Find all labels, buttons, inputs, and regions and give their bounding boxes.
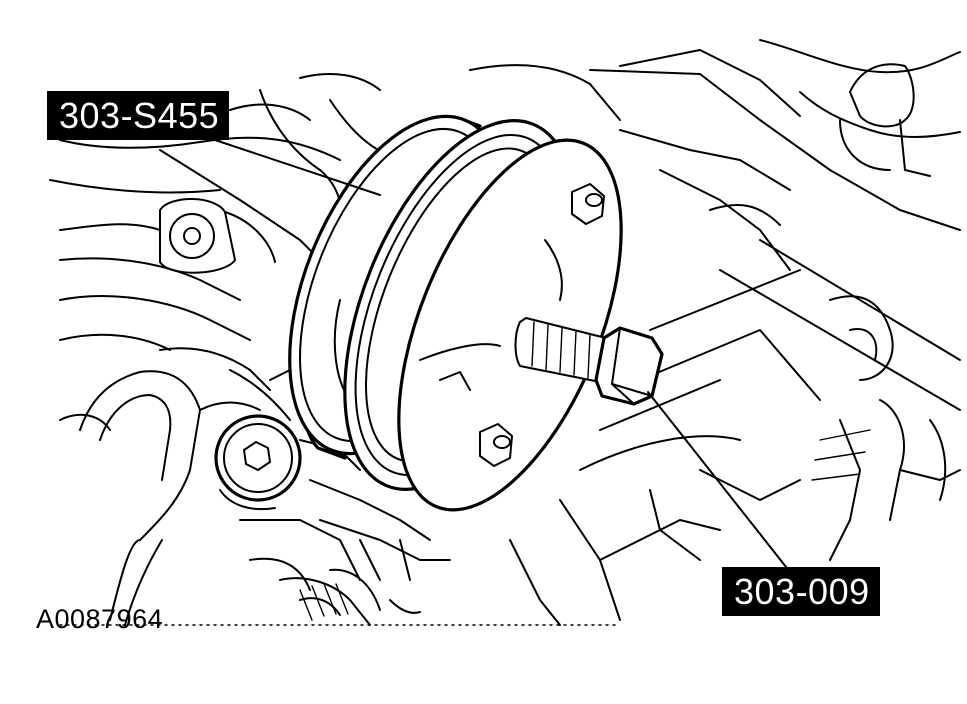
callout-label-303-009: 303-009: [722, 567, 880, 616]
leader-line-303-009: [647, 391, 791, 573]
figure-number: A0087964: [36, 604, 164, 634]
engine-background-linework: [49, 39, 961, 626]
callout-label-303-S455: 303-S455: [47, 91, 230, 140]
forcing-screw: [514, 317, 664, 406]
leader-lines: [214, 139, 791, 573]
tool-303-009-plate: [397, 138, 623, 512]
leader-line-303-S455: [214, 139, 381, 196]
